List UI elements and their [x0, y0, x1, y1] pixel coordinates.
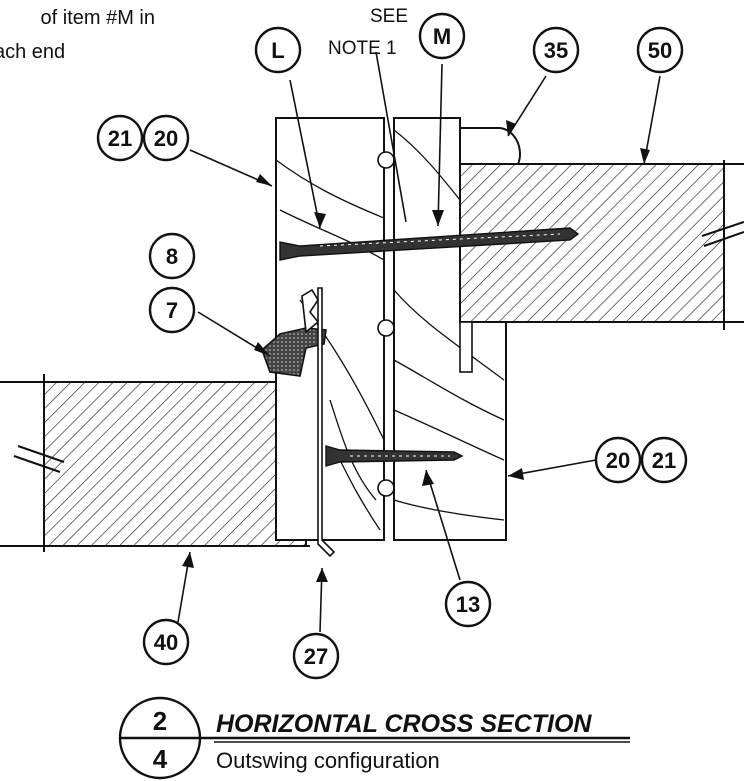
detail-title: HORIZONTAL CROSS SECTION	[216, 710, 592, 738]
callout-40: 40	[154, 630, 178, 655]
callout-21-top: 21	[108, 126, 132, 151]
note-fragment-line-1: of item #M in	[40, 7, 155, 29]
callout-m: M	[433, 24, 451, 49]
callout-13: 13	[456, 592, 480, 617]
callout-l: L	[271, 38, 284, 63]
see-note-line-1: SEE	[370, 6, 409, 27]
callout-35: 35	[544, 38, 568, 63]
weatherstrip-7	[261, 327, 327, 377]
detail-number: 2	[153, 706, 167, 736]
callout-8: 8	[166, 244, 178, 269]
see-note-line-2: NOTE 1	[328, 38, 397, 59]
screw-13	[325, 445, 464, 467]
leader-arrowheads	[182, 120, 650, 582]
callout-20-right: 20	[606, 448, 630, 473]
callout-7: 7	[166, 298, 178, 323]
callout-21-right: 21	[652, 448, 676, 473]
callout-27: 27	[304, 644, 328, 669]
trim-35	[459, 127, 521, 165]
note-fragment-line-2: ach end	[0, 41, 66, 63]
callout-circles	[96, 12, 688, 680]
frame-stile-right	[393, 117, 507, 541]
callout-50: 50	[648, 38, 672, 63]
wall-50	[459, 160, 744, 330]
trim-27	[317, 287, 336, 558]
screw-l	[279, 227, 580, 261]
detail-subtitle: Outswing configuration	[216, 748, 440, 773]
callout-20-top: 20	[154, 126, 178, 151]
title-block	[118, 696, 630, 780]
sheet-number: 4	[153, 744, 168, 774]
wall-40	[0, 374, 310, 552]
weatherstrip-8	[301, 288, 320, 334]
frame-stile-left	[275, 117, 395, 541]
